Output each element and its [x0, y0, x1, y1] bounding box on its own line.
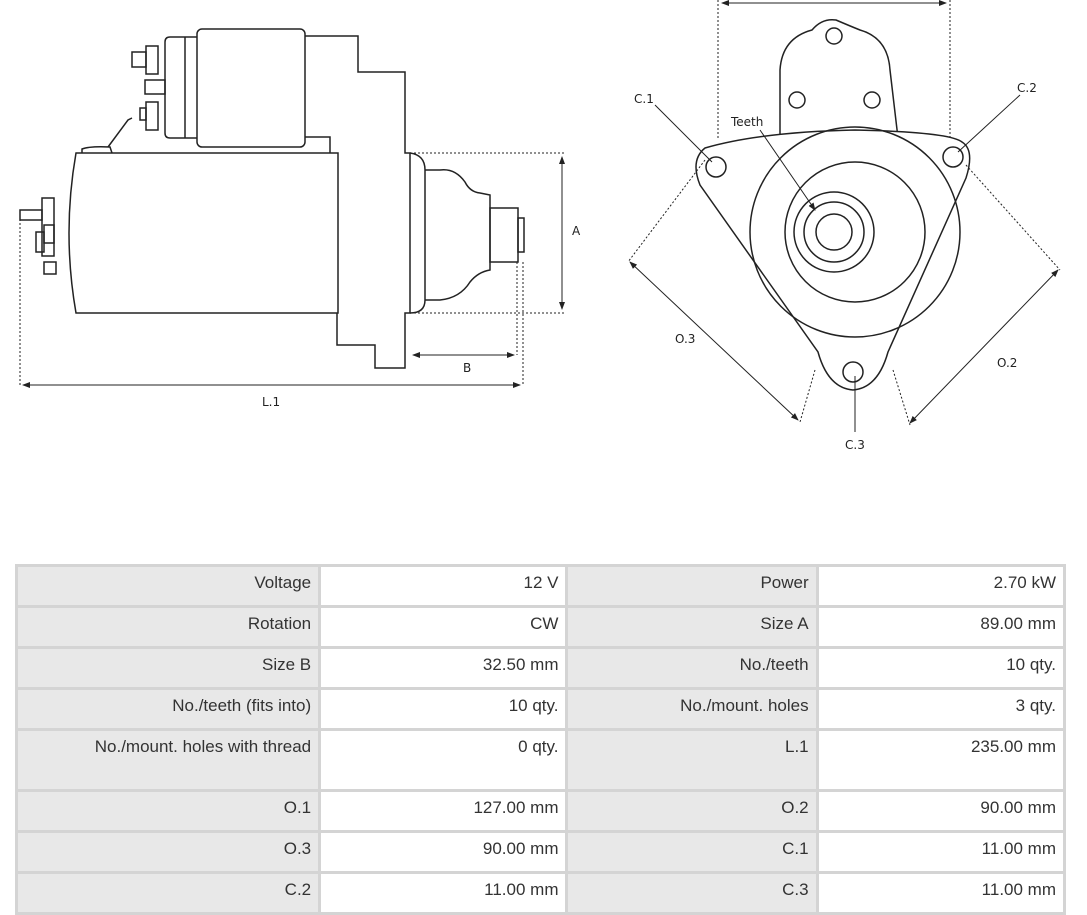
- o3-label: O.3: [675, 332, 695, 346]
- spec-label: No./mount. holes with thread: [14, 728, 322, 792]
- dim-b-label: B: [463, 361, 471, 375]
- o2-label: O.2: [997, 356, 1017, 370]
- solenoid: [196, 28, 306, 148]
- c2-label: C.2: [1017, 81, 1037, 95]
- spec-label: O.3: [14, 830, 322, 874]
- spec-value: 90.00 mm: [318, 830, 569, 874]
- spec-value: 2.70 kW: [815, 564, 1067, 608]
- pinion: [489, 207, 519, 263]
- spec-row: No./teeth (fits into)10 qty.No./mount. h…: [14, 687, 1067, 731]
- spec-value: 235.00 mm: [815, 728, 1067, 792]
- starter-motor-technical-drawing: A B L.1 C.1 C.2 Teeth O.3 O.2 C.3: [19, 0, 1061, 452]
- spec-value: 11.00 mm: [815, 871, 1067, 915]
- motor-body: [68, 152, 339, 314]
- nose: [425, 169, 491, 301]
- spec-label: Size A: [565, 605, 819, 649]
- spec-label: No./teeth (fits into): [14, 687, 322, 731]
- c3-label: C.3: [845, 438, 865, 452]
- front-view: [627, 0, 1061, 432]
- spec-label: No./teeth: [565, 646, 819, 690]
- spec-label: Rotation: [14, 605, 322, 649]
- spec-value: 90.00 mm: [815, 789, 1067, 833]
- spec-value: 89.00 mm: [815, 605, 1067, 649]
- dim-l1-label: L.1: [262, 395, 280, 409]
- spec-label: O.1: [14, 789, 322, 833]
- spec-value: 12 V: [318, 564, 569, 608]
- dim-a-label: A: [572, 224, 581, 238]
- spec-value: 10 qty.: [318, 687, 569, 731]
- spec-value: 32.50 mm: [318, 646, 569, 690]
- spec-label: O.2: [565, 789, 819, 833]
- spec-label: L.1: [565, 728, 819, 792]
- spec-label: No./mount. holes: [565, 687, 819, 731]
- spec-value: CW: [318, 605, 569, 649]
- mounting-flange: [695, 129, 971, 391]
- spec-label: Voltage: [14, 564, 322, 608]
- spec-value: 11.00 mm: [815, 830, 1067, 874]
- side-view: [19, 28, 565, 388]
- spec-value: 10 qty.: [815, 646, 1067, 690]
- spec-label: Size B: [14, 646, 322, 690]
- spec-label: C.1: [565, 830, 819, 874]
- spec-value: 3 qty.: [815, 687, 1067, 731]
- spec-value: 0 qty.: [318, 728, 569, 792]
- spec-label: Power: [565, 564, 819, 608]
- spec-label: C.3: [565, 871, 819, 915]
- spec-label: C.2: [14, 871, 322, 915]
- spec-value: 127.00 mm: [318, 789, 569, 833]
- spec-value: 11.00 mm: [318, 871, 569, 915]
- c1-label: C.1: [634, 92, 654, 106]
- flange: [409, 152, 426, 314]
- teeth-label: Teeth: [730, 115, 763, 129]
